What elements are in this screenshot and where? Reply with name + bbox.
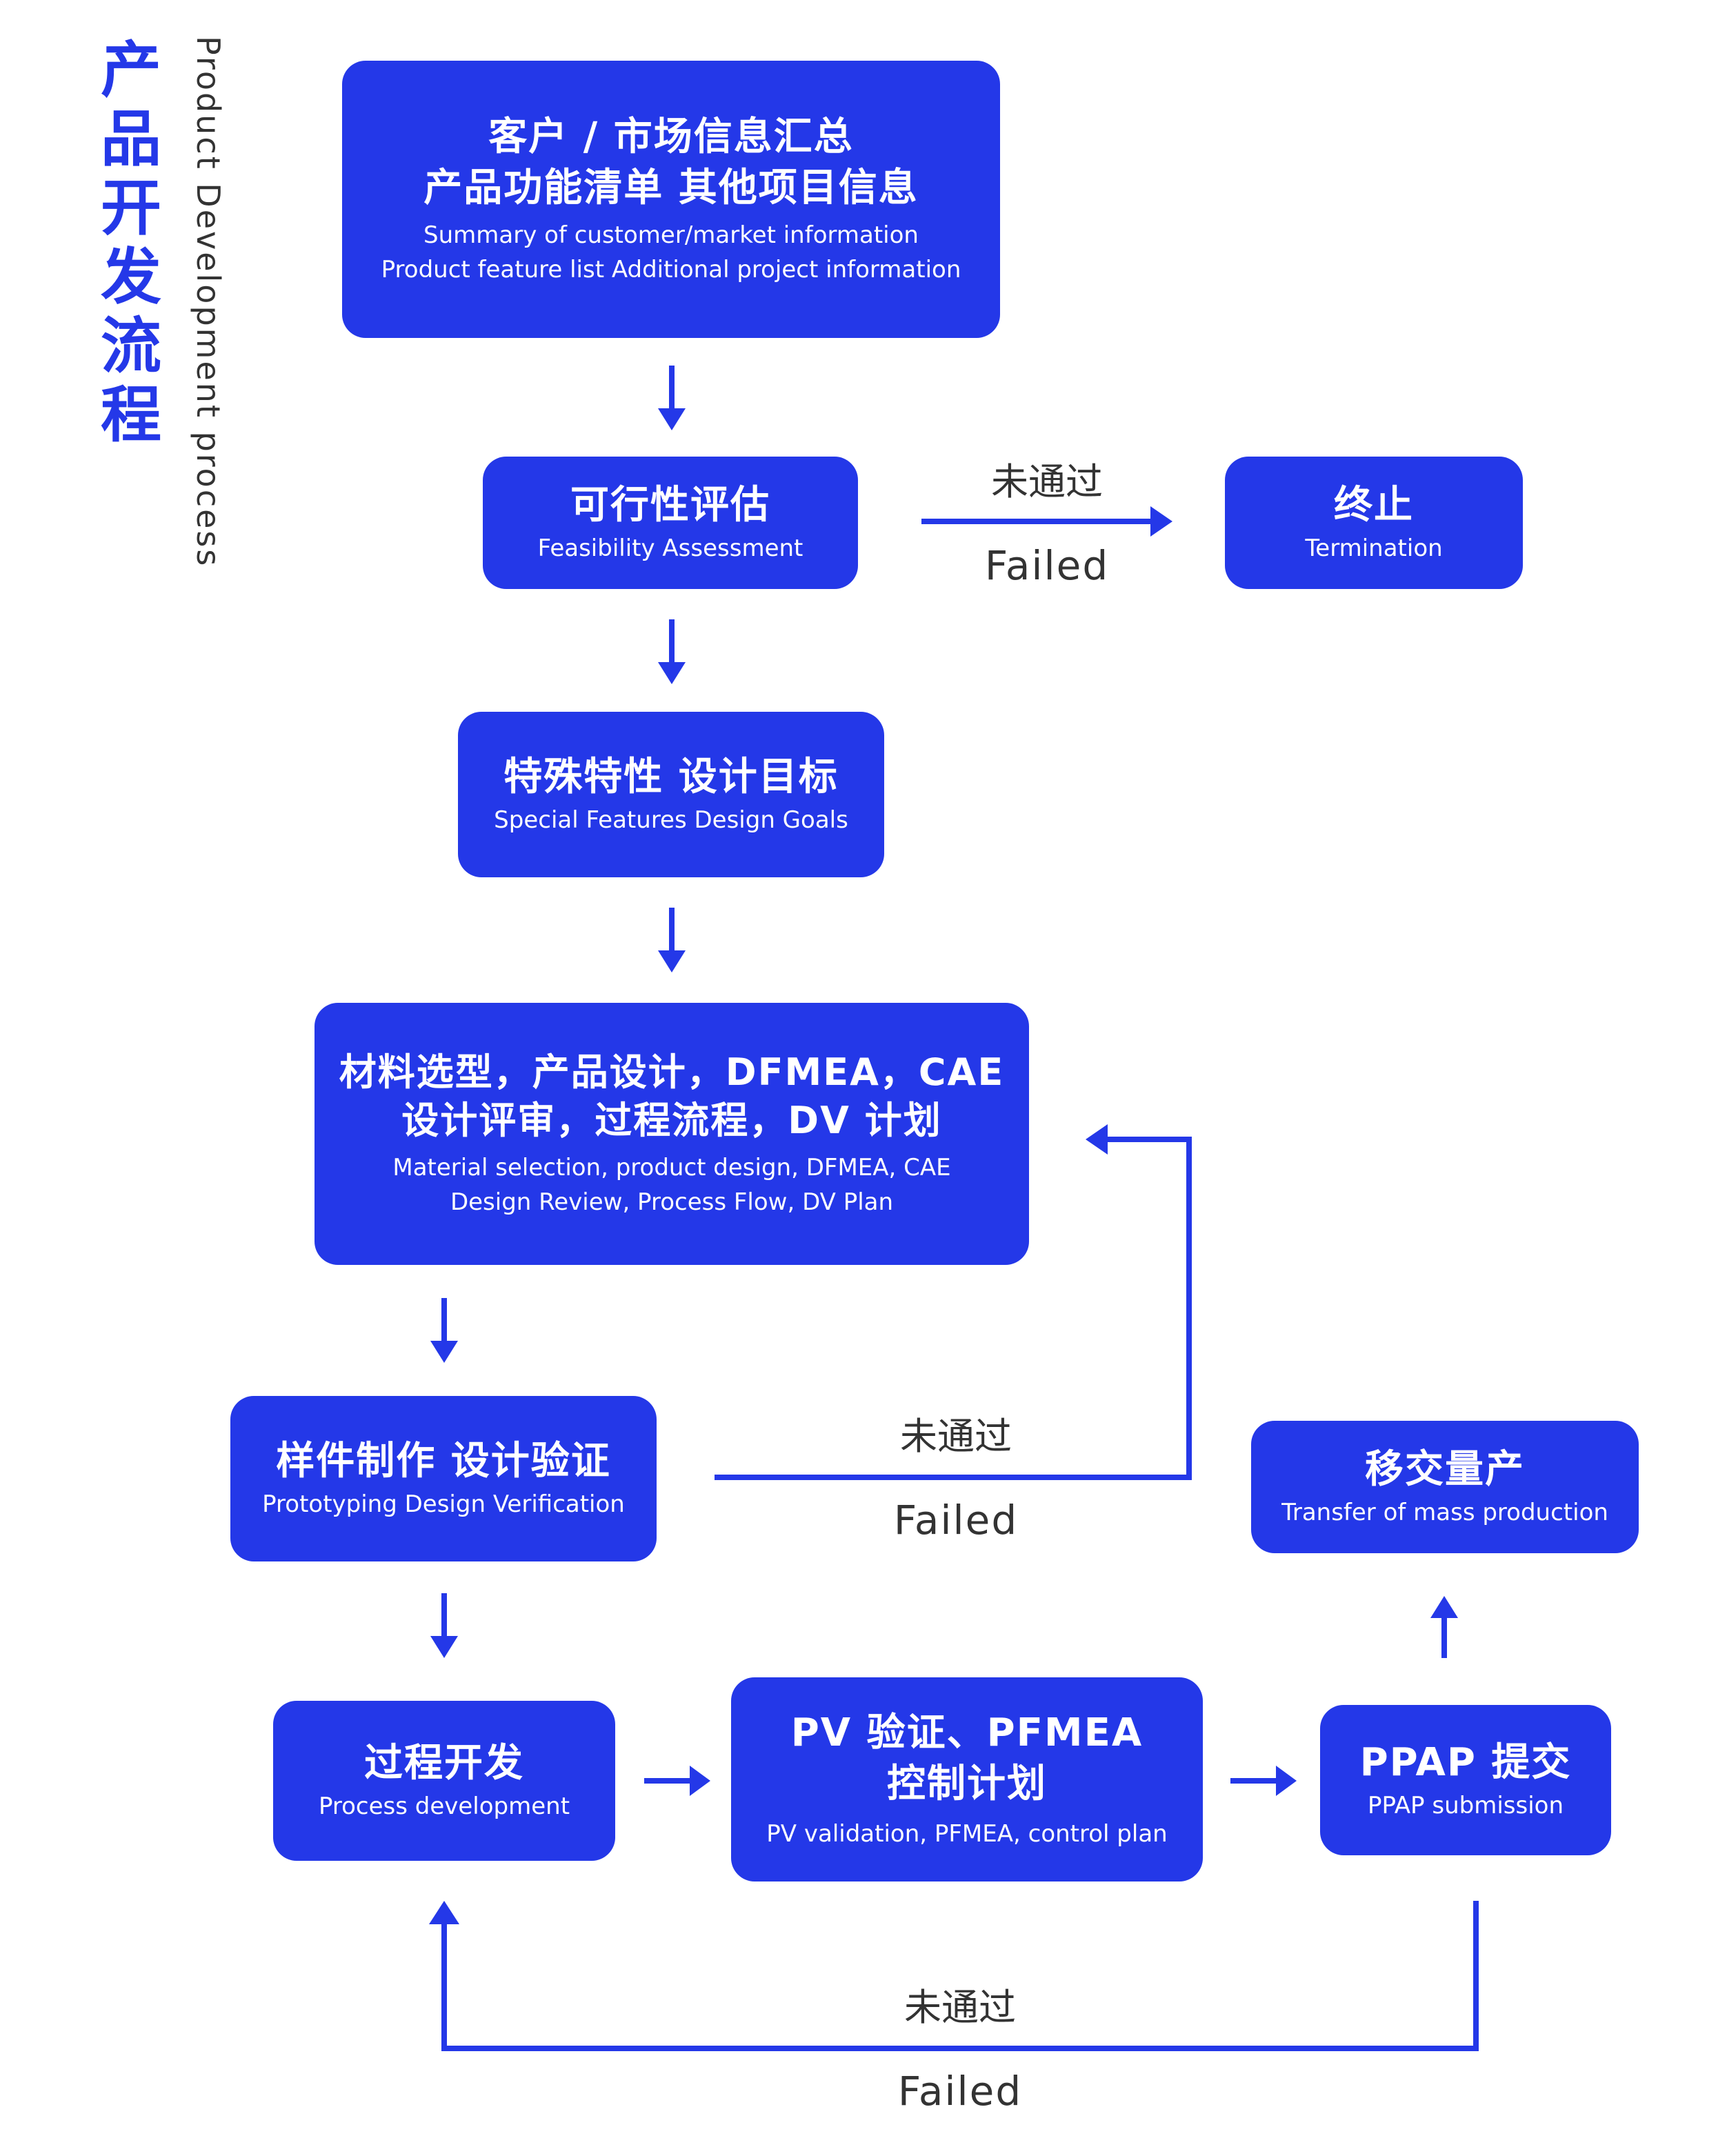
arrowhead	[658, 662, 686, 684]
edge-label-prototype-failed-cn: 未通过	[900, 1415, 1012, 1458]
node-pv-cn1: PV 验证、PFMEA	[790, 1710, 1144, 1755]
title-char: 程	[100, 379, 161, 450]
node-material-cn1: 材料选型，产品设计，DFMEA，CAE	[339, 1050, 1005, 1094]
arrowhead	[658, 950, 686, 972]
node-ppap-en: PPAP submission	[1367, 1792, 1564, 1819]
node-pv-cn2: 控制计划	[887, 1761, 1047, 1806]
title-char: 产	[100, 34, 161, 106]
node-ppap-cn: PPAP 提交	[1359, 1740, 1572, 1785]
node-termination-en: Termination	[1305, 535, 1443, 562]
node-process-en: Process development	[318, 1793, 570, 1820]
node-summary-en2: Product feature list Additional project …	[381, 256, 961, 283]
node-summary-en1: Summary of customer/market information	[423, 221, 919, 249]
edge-label-feasibility-failed-en: Failed	[984, 542, 1110, 589]
node-transfer: 移交量产 Transfer of mass production	[1251, 1421, 1639, 1553]
title-char: 开	[100, 172, 161, 243]
node-ppap: PPAP 提交 PPAP submission	[1320, 1705, 1611, 1855]
node-material-en1: Material selection, product design, DFME…	[392, 1154, 951, 1181]
edge-label-prototype-failed-en: Failed	[893, 1497, 1019, 1544]
arrowhead	[1150, 506, 1172, 537]
arrow-ppap-failed-loop	[441, 1901, 1479, 2051]
node-material-cn2: 设计评审，过程流程，DV 计划	[401, 1099, 942, 1142]
node-pv: PV 验证、PFMEA 控制计划 PV validation, PFMEA, c…	[731, 1677, 1203, 1881]
title-char: 品	[100, 103, 161, 174]
node-summary-cn2: 产品功能清单 其他项目信息	[423, 166, 919, 210]
node-material: 材料选型，产品设计，DFMEA，CAE 设计评审，过程流程，DV 计划 Mate…	[315, 1003, 1029, 1265]
arrowhead	[690, 1766, 710, 1796]
arrowhead	[430, 1636, 458, 1658]
arrowhead	[658, 408, 686, 430]
title-char: 流	[100, 310, 161, 381]
arrowhead	[429, 1901, 459, 1924]
node-material-en2: Design Review, Process Flow, DV Plan	[450, 1188, 894, 1216]
node-special: 特殊特性 设计目标 Special Features Design Goals	[458, 712, 884, 877]
node-feasibility: 可行性评估 Feasibility Assessment	[483, 457, 858, 589]
node-feasibility-cn: 可行性评估	[570, 483, 770, 528]
arrowhead	[1086, 1124, 1108, 1155]
page-title-cn: 产 品 开 发 流 程	[90, 36, 172, 450]
edge-label-feasibility-failed-cn: 未通过	[991, 460, 1103, 503]
node-transfer-en: Transfer of mass production	[1281, 1499, 1608, 1526]
arrow-prototype-failed-loop	[715, 1137, 1192, 1480]
node-summary: 客户 / 市场信息汇总 产品功能清单 其他项目信息 Summary of cus…	[342, 61, 1000, 338]
arrowhead	[1430, 1596, 1458, 1618]
arrowhead	[1276, 1766, 1297, 1796]
node-termination-cn: 终止	[1334, 483, 1414, 528]
edge-label-ppap-failed-cn: 未通过	[904, 1986, 1016, 2029]
node-prototype-en: Prototyping Design Verification	[262, 1490, 625, 1518]
node-special-en: Special Features Design Goals	[494, 806, 848, 834]
title-char: 发	[100, 241, 161, 312]
node-prototype: 样件制作 设计验证 Prototyping Design Verificatio…	[230, 1396, 657, 1561]
node-prototype-cn: 样件制作 设计验证	[276, 1439, 611, 1484]
node-transfer-cn: 移交量产	[1365, 1447, 1525, 1492]
arrowhead	[430, 1341, 458, 1363]
node-pv-en: PV validation, PFMEA, control plan	[766, 1820, 1168, 1848]
node-process-cn: 过程开发	[364, 1741, 524, 1786]
node-special-cn: 特殊特性 设计目标	[503, 755, 839, 799]
node-feasibility-en: Feasibility Assessment	[537, 535, 803, 562]
node-summary-cn1: 客户 / 市场信息汇总	[488, 114, 854, 159]
edge-label-ppap-failed-en: Failed	[897, 2068, 1023, 2115]
node-termination: 终止 Termination	[1225, 457, 1523, 589]
node-process: 过程开发 Process development	[273, 1701, 615, 1861]
